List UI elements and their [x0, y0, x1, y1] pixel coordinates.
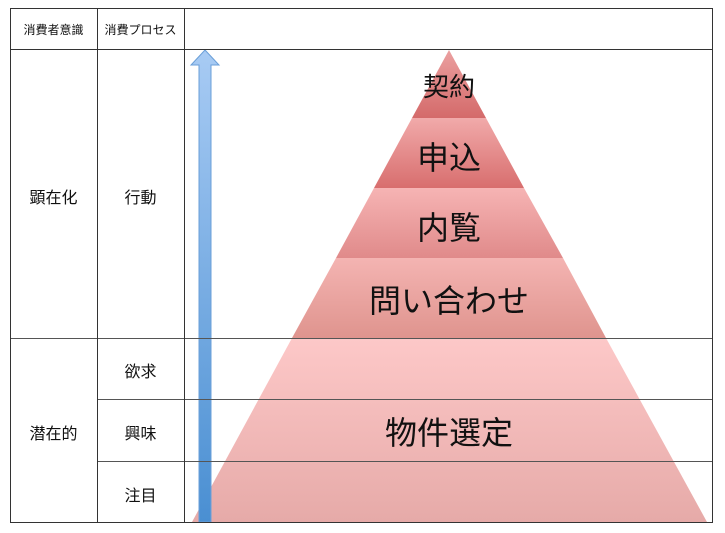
- pyramid-label-application: 申込: [416, 139, 481, 177]
- process-desire: 欲求: [124, 362, 157, 381]
- table-border: [97, 399, 712, 400]
- awareness-manifest: 顕在化: [29, 188, 78, 207]
- table-border: [10, 338, 712, 339]
- pyramid-label-property-selection: 物件選定: [384, 414, 513, 452]
- pyramid-label-contract: 契約: [422, 73, 475, 103]
- process-interest: 興味: [124, 424, 157, 443]
- table-border: [184, 8, 185, 523]
- pyramid-level-3: [336, 188, 563, 258]
- awareness-latent: 潜在的: [29, 424, 78, 443]
- process-attention: 注目: [124, 486, 157, 505]
- table-border: [10, 8, 712, 9]
- pyramid-label-viewing: 内覧: [416, 209, 481, 247]
- table-border: [97, 461, 712, 462]
- pyramid-level-5: [192, 338, 707, 522]
- pyramid-level-2: [374, 118, 524, 188]
- table-border: [97, 8, 98, 523]
- pyramid-level-4: [292, 258, 606, 338]
- up-arrow-icon: [189, 49, 221, 523]
- process-action: 行動: [124, 188, 157, 207]
- table-border: [10, 49, 712, 50]
- header-process: 消費プロセス: [104, 23, 177, 37]
- table-border: [712, 8, 713, 523]
- table-border: [10, 522, 712, 523]
- header-awareness: 消費者意識: [23, 23, 84, 37]
- pyramid-level-1: [412, 50, 486, 118]
- table-border: [10, 8, 11, 523]
- pyramid-label-inquiry: 問い合わせ: [368, 282, 529, 320]
